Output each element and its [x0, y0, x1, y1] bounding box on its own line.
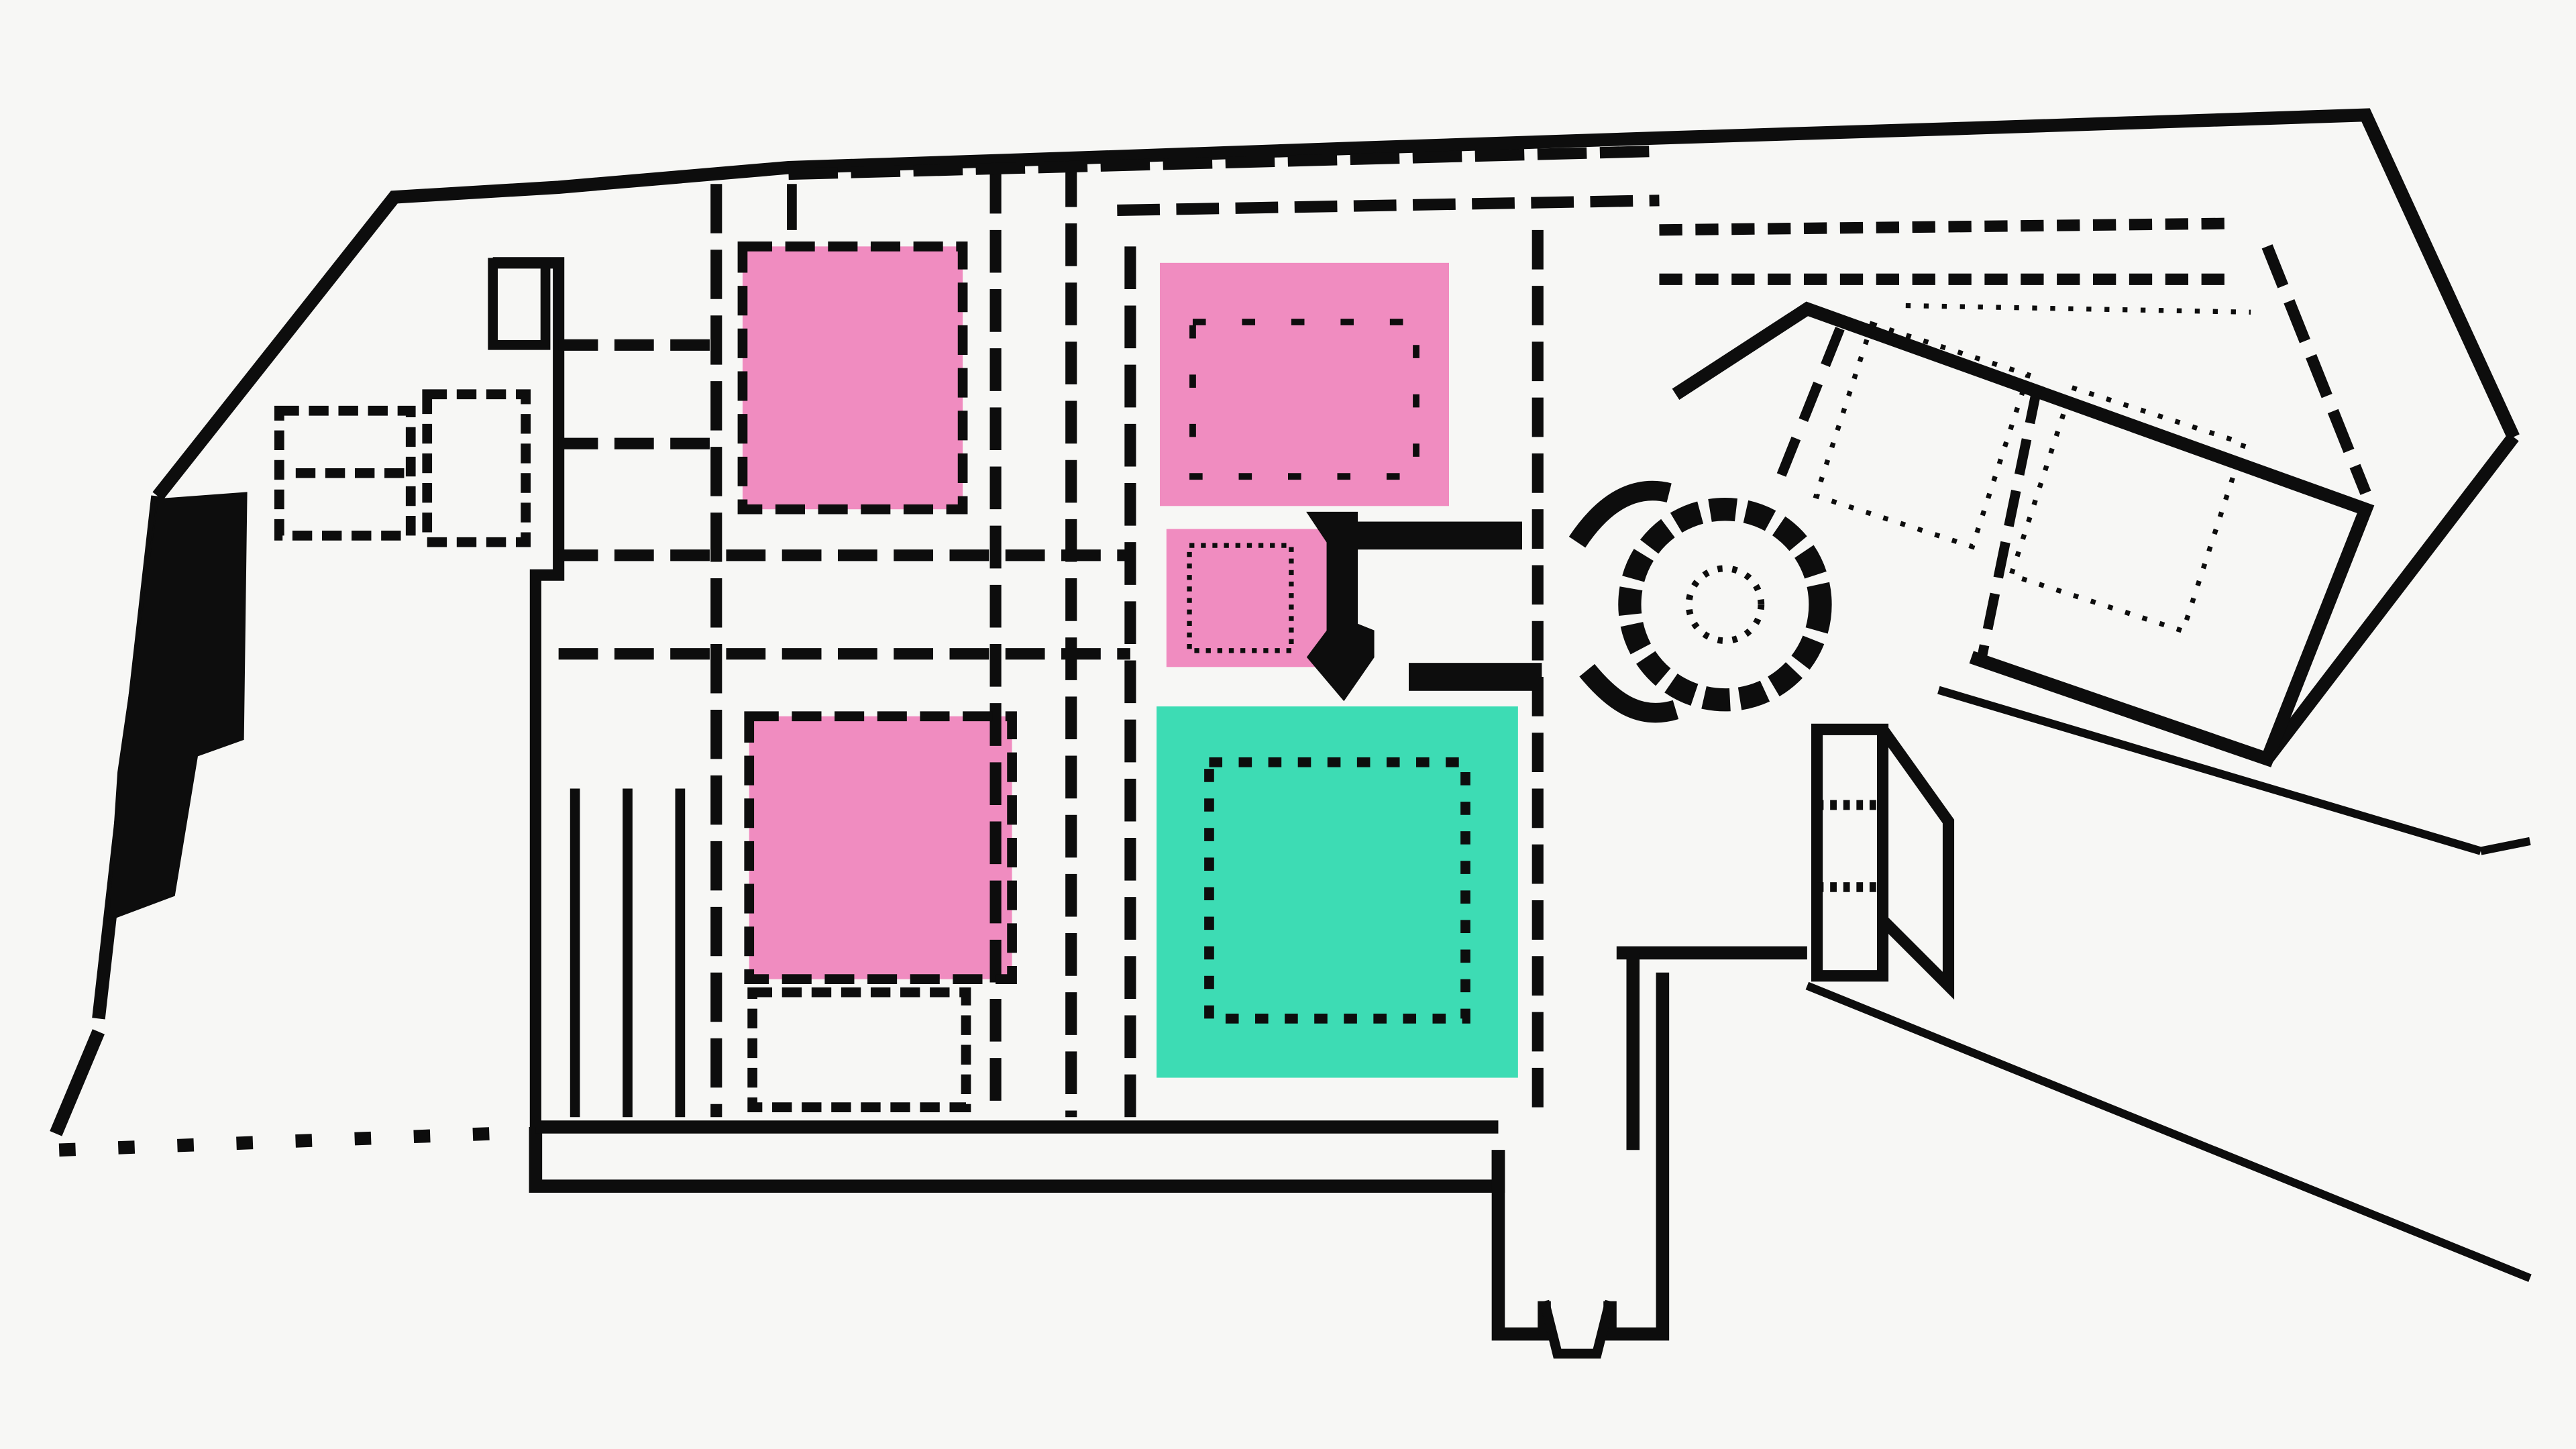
courtyard-north-west: [742, 246, 963, 510]
east-dotted-wall: [1905, 303, 2251, 315]
rotunda-colonnade: [1685, 565, 1765, 645]
east-boundary-lower: [1805, 981, 2532, 1282]
courtyard-main-cloister: [1157, 706, 1518, 1078]
highlighted-courtyards: [742, 246, 1518, 1078]
church-wall-west: [1491, 1150, 1551, 1341]
east-wing-inner-wall: [1770, 327, 1845, 495]
stair-outline: [1878, 726, 1955, 1000]
north-range-cells: [1659, 217, 2235, 236]
courtyard-outline-small: [1187, 543, 1294, 653]
south-wall: [529, 1127, 1505, 1193]
courtyard-outline-nw: [737, 241, 968, 515]
east-boundary-end: [2479, 837, 2531, 855]
courtyard-small-central: [1166, 529, 1328, 667]
east-wing-outline: [1672, 301, 2375, 767]
courtyard-outline-sw: [744, 711, 1017, 984]
west-tower-mass: [107, 492, 248, 922]
dotted-boundary: [58, 1127, 494, 1157]
solid-masses: [107, 492, 1955, 1000]
rotunda-entry: [1568, 480, 1672, 548]
west-cell-2: [422, 389, 531, 547]
courtyard-outlines: [737, 241, 2251, 1024]
east-courtyard-b: [2008, 384, 2247, 635]
south-cells: [747, 987, 971, 1112]
central-pier-mass: [1306, 511, 1375, 702]
east-wing-divider: [1976, 386, 2042, 661]
north-range-outer-dash: [788, 145, 1660, 180]
courtyard-north-central: [1159, 262, 1449, 506]
staircase-east: [1811, 723, 1889, 982]
rotunda-wall: [1618, 498, 1832, 712]
east-courtyard-a: [1813, 321, 2032, 550]
outer-north-wall: [152, 108, 2520, 500]
courtyard-outline-main: [1204, 757, 1470, 1024]
east-boundary-upper: [1937, 686, 2482, 855]
courtyard-south-west: [749, 716, 1012, 979]
west-wall-segment: [50, 1029, 105, 1136]
courtyard-outline-nc: [1189, 319, 1419, 480]
small-room-nw: [488, 258, 551, 350]
walls: [50, 108, 2532, 1359]
central-block: [1356, 521, 1522, 550]
east-cell-diagonal: [2261, 244, 2371, 495]
rotunda: [1568, 480, 1832, 723]
rotunda-entry-south: [1579, 663, 1679, 723]
east-closing-wall: [2261, 433, 2519, 763]
church-apse: [1539, 1299, 1615, 1359]
north-range-inner: [1117, 195, 1660, 217]
west-cell-1: [274, 405, 416, 541]
central-block-2: [1409, 663, 1542, 691]
west-cells: [274, 389, 971, 1112]
